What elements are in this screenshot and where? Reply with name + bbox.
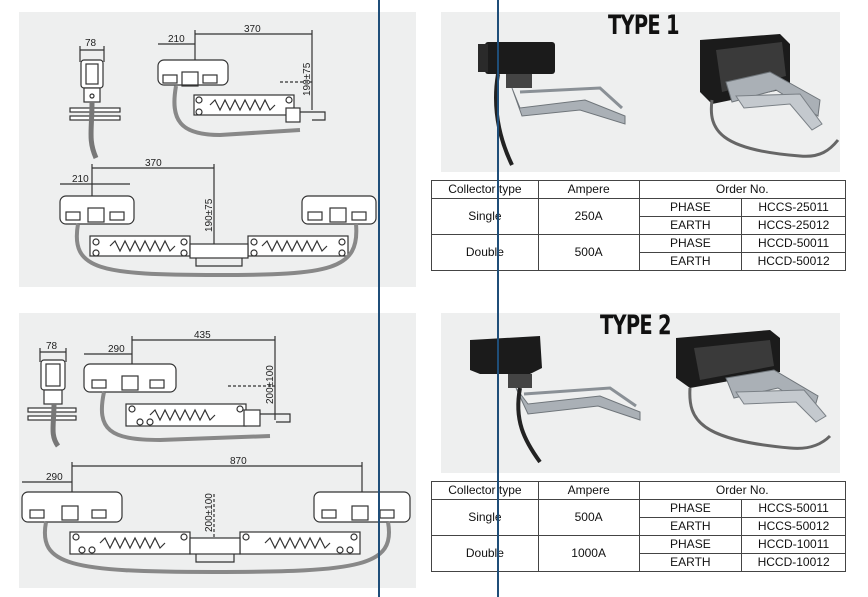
collector-type-cell: Double xyxy=(431,234,539,271)
type1-double-collector-photo xyxy=(700,34,840,158)
conductor-cell: EARTH xyxy=(638,517,743,536)
type1-single-collector-photo xyxy=(478,42,626,166)
bottom-single-height-dim: 200±100 xyxy=(265,365,276,404)
order-no-cell: HCCS-50011 xyxy=(741,499,846,518)
type2-title: TYPE 2 xyxy=(600,310,672,341)
conductor-cell: EARTH xyxy=(638,252,743,271)
bottom-single-side-view xyxy=(83,336,291,443)
top-single-side-view xyxy=(157,30,326,138)
conductor-cell: PHASE xyxy=(638,535,743,554)
bottom-double-height-dim: 200±100 xyxy=(204,493,215,532)
collector-type-header: Collector type xyxy=(431,481,539,500)
right-divider-line xyxy=(497,0,499,597)
ampere-header: Ampere xyxy=(537,180,640,199)
top-single-span-dim: 370 xyxy=(244,24,261,35)
table-row: EARTH HCCD-50012 xyxy=(432,252,846,271)
order-no-cell: HCCS-25011 xyxy=(741,198,846,217)
table-row: Single 500A PHASE HCCS-50011 xyxy=(431,499,846,536)
table-header-row: Collector type Ampere Order No. xyxy=(431,481,846,500)
conductor-cell: EARTH xyxy=(638,553,743,572)
conductor-cell: PHASE xyxy=(638,198,743,217)
order-no-cell: HCCS-50012 xyxy=(741,517,846,536)
top-single-height-dim: 190±75 xyxy=(302,62,313,96)
type1-title: TYPE 1 xyxy=(608,10,680,41)
type2-single-collector-photo xyxy=(470,336,641,464)
ampere-cell: 500A xyxy=(537,234,640,271)
table-row: EARTH HCCD-10012 xyxy=(432,553,846,572)
type1-order-table: Collector type Ampere Order No. Single 2… xyxy=(431,180,846,271)
ampere-cell: 500A xyxy=(537,499,640,536)
bottom-double-side-view xyxy=(21,462,411,575)
collector-type-header: Collector type xyxy=(431,180,539,199)
order-no-cell: HCCD-10011 xyxy=(741,535,846,554)
order-no-header: Order No. xyxy=(638,481,846,500)
conductor-cell: EARTH xyxy=(638,216,743,235)
top-double-side-view xyxy=(59,164,377,278)
drawing-panel-type1 xyxy=(19,12,416,287)
table-row: EARTH HCCS-50012 xyxy=(432,517,846,536)
ampere-cell: 250A xyxy=(537,198,640,235)
collector-type-cell: Single xyxy=(431,499,539,536)
conductor-cell: PHASE xyxy=(638,499,743,518)
order-no-cell: HCCD-10012 xyxy=(741,553,846,572)
top-single-width-dim: 78 xyxy=(85,38,97,49)
top-double-height-dim: 190±75 xyxy=(204,198,215,232)
table-header-row: Collector type Ampere Order No. xyxy=(431,180,846,199)
bottom-single-front-view xyxy=(27,348,77,448)
bottom-double-span-dim: 870 xyxy=(230,456,247,467)
table-row: Double 1000A PHASE HCCD-10011 xyxy=(431,535,846,572)
collector-type-cell: Single xyxy=(431,198,539,235)
order-no-cell: HCCD-50011 xyxy=(741,234,846,253)
order-no-header: Order No. xyxy=(638,180,846,199)
top-double-offset-dim: 210 xyxy=(72,174,89,185)
top-single-front-view xyxy=(69,46,121,160)
table-row: Single 250A PHASE HCCS-25011 xyxy=(431,198,846,235)
bottom-single-span-dim: 435 xyxy=(194,330,211,341)
bottom-single-offset-dim: 290 xyxy=(108,344,125,355)
bottom-single-width-dim: 78 xyxy=(46,341,58,352)
table-row: EARTH HCCS-25012 xyxy=(432,216,846,235)
ampere-cell: 1000A xyxy=(537,535,640,572)
type2-double-collector-photo xyxy=(676,330,832,450)
top-single-offset-dim: 210 xyxy=(168,34,185,45)
order-no-cell: HCCS-25012 xyxy=(741,216,846,235)
order-no-cell: HCCD-50012 xyxy=(741,252,846,271)
conductor-cell: PHASE xyxy=(638,234,743,253)
bottom-double-offset-dim: 290 xyxy=(46,472,63,483)
type2-order-table: Collector type Ampere Order No. Single 5… xyxy=(431,481,846,572)
table-row: Double 500A PHASE HCCD-50011 xyxy=(431,234,846,271)
ampere-header: Ampere xyxy=(537,481,640,500)
left-divider-line xyxy=(378,0,380,597)
top-double-span-dim: 370 xyxy=(145,158,162,169)
collector-type-cell: Double xyxy=(431,535,539,572)
